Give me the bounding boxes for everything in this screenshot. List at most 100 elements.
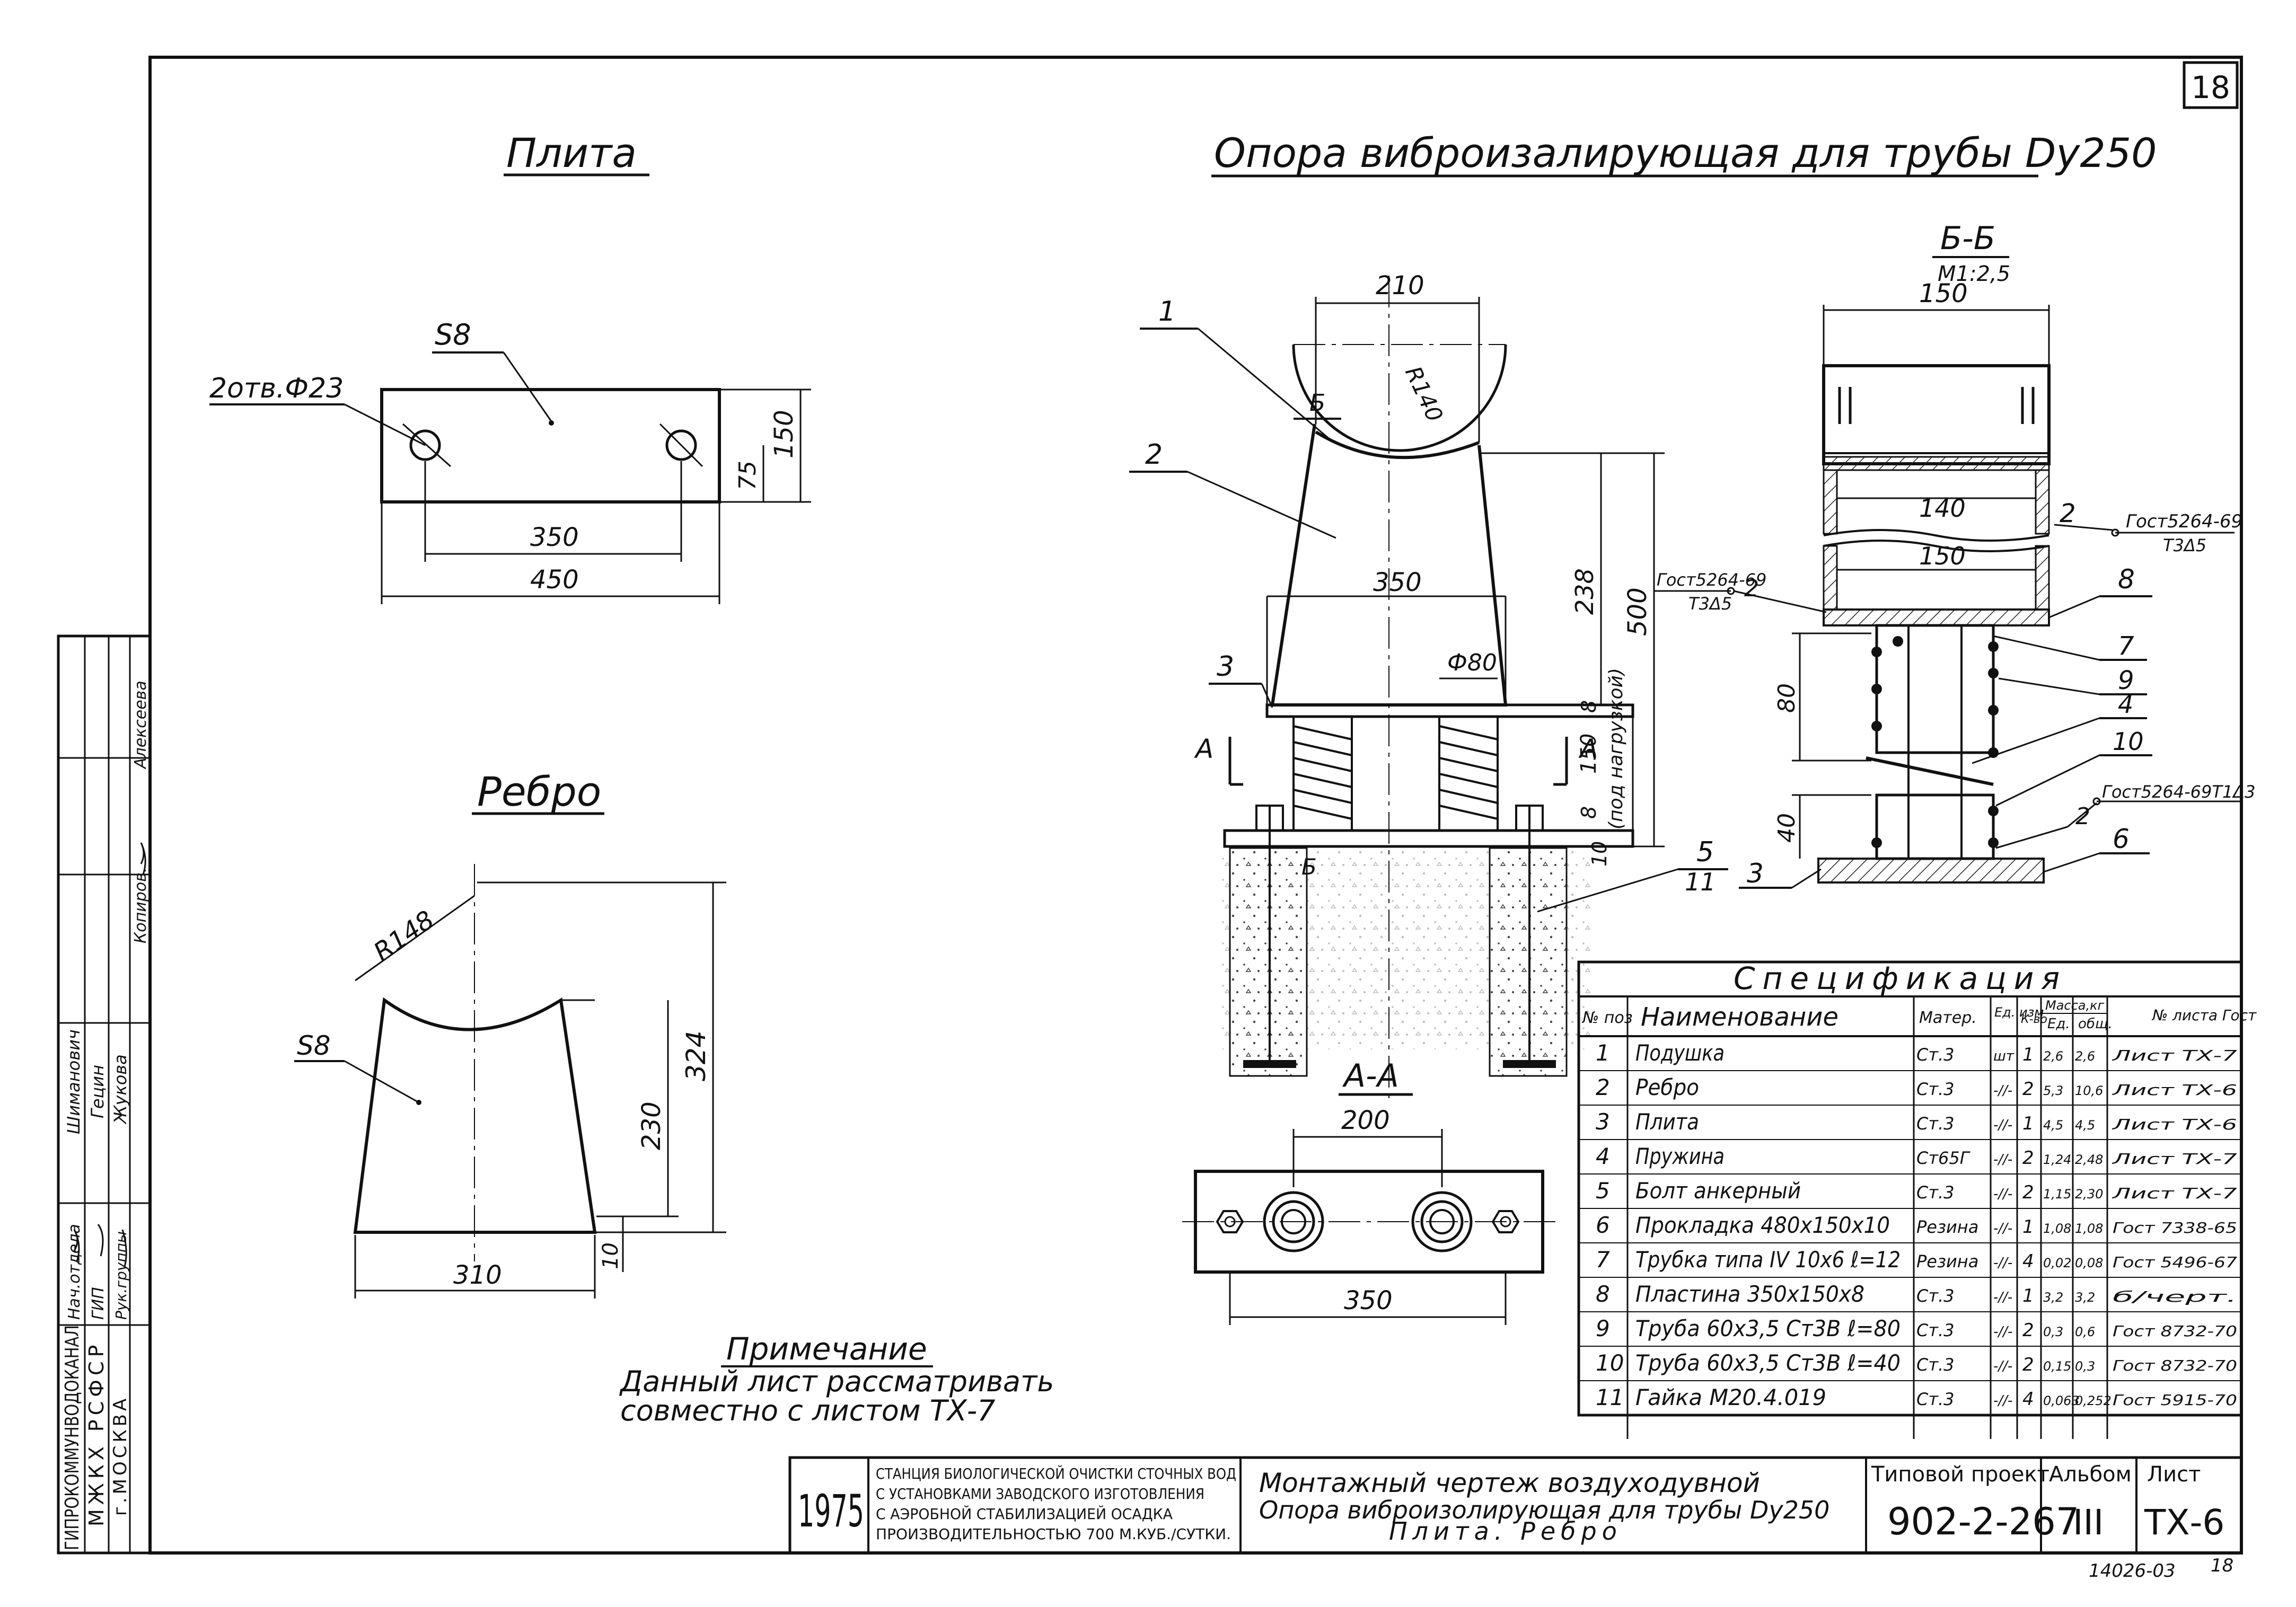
section-mark-a-right: А [1578,734,1598,764]
spec-cell-m1: 2,6 [2043,1049,2063,1064]
bb-rubber-6 [1817,858,2045,884]
spec-cell-pos: 1 [1596,1040,1610,1066]
footer-code: 14026-03 [2089,1560,2176,1582]
spec-cell-m1: 3,2 [2043,1290,2063,1305]
bb-weld-1: Гост5264-69 [2126,511,2242,532]
note-title: Примечание [726,1331,927,1367]
spec-cell-pos: 3 [1596,1109,1610,1135]
spec-cell-ref: Гост 5915-70 [2113,1391,2237,1409]
spec-cell-name: Подушка [1635,1040,1725,1066]
bb-pipe-lower [1875,793,1995,860]
section-aa-dim-350: 350 [1344,1286,1393,1315]
spec-cell-name: Прокладка 480х150х10 [1635,1212,1890,1238]
plate-hole-right [665,429,697,461]
section-mark-b-lower: Б [1301,854,1317,880]
bb-callout-2a: 2 [2060,499,2076,528]
spec-cell-qty: 2 [2022,1320,2034,1341]
spec-cell-m1: 0,02 [2043,1256,2071,1270]
section-mark-a-left: А [1194,734,1213,764]
support-lower-plate [1223,829,1634,848]
spec-h-mass: Масса,кг [2045,998,2105,1013]
spec-cell-name: Пластина 350х150х8 [1635,1281,1864,1307]
spec-cell-m1: 0,3 [2043,1325,2063,1339]
section-bb-scale: М1:2,5 [1938,262,2010,286]
spring-right [1438,716,1499,832]
title-block: 1975 СТАНЦИЯ БИОЛОГИЧЕСКОЙ ОЧИСТКИ СТОЧН… [788,1456,2243,1555]
spec-grid [1579,996,2241,1439]
spec-cell-name: Труба 60х3,5 Ст3В ℓ=40 [1635,1350,1901,1376]
rib-dim-324: 324 [681,1031,711,1081]
spec-cell-unit: -//- [1993,1152,2012,1168]
spec-cell-m1: 1,24 [2043,1152,2071,1167]
tb-drawing-2: Опора виброизолирующая для трубы Dу250 [1259,1496,1829,1524]
pipe-arc [1292,344,1507,452]
spec-cell-m2: 1,08 [2075,1221,2103,1236]
plate-view: Плита S8 2отв.Ф23 150 75 350 450 [209,129,811,604]
stamp-org1: ГИПРОКОММУНВОДОКАНАЛ [61,1325,83,1550]
spec-cell-unit: -//- [1993,1255,2012,1271]
bb-dim-40: 40 [1773,813,1800,843]
spec-cell-m2: 0,08 [2075,1256,2103,1270]
spec-cell-name: Болт анкерный [1635,1178,1801,1204]
spec-cell-ref: Гост 8732-70 [2113,1357,2237,1374]
spec-h-name: Наименование [1641,1002,1838,1032]
spec-cell-unit: -//- [1993,1221,2012,1237]
bb-callout-4: 4 [2118,690,2133,719]
bb-weld-1b: Т3Δ5 [2163,535,2206,555]
spec-cell-mat: Ст.3 [1916,1389,1955,1409]
plate-title: Плита [506,129,637,176]
tb-station-4: ПРОИЗВОДИТЕЛЬНОСТЬЮ 700 М.КУБ./СУТКИ. [876,1525,1231,1543]
spec-cell-unit: -//- [1993,1393,2012,1409]
spec-cell-ref: Лист ТХ-6 [2112,1116,2237,1133]
spec-cell-name: Гайка М20.4.019 [1635,1384,1826,1410]
spec-cell-mat: Ст.3 [1916,1286,1955,1306]
plate-dim-height: 150 [769,410,799,458]
spec-cell-mat: Резина [1916,1251,1978,1272]
spec-cell-qty: 4 [2022,1389,2034,1410]
spec-cell-m1: 1,15 [2043,1187,2071,1202]
stamp-org3: г.МОСКВА [110,1396,131,1516]
spec-cell-pos: 7 [1596,1247,1610,1273]
spec-cell-m2: 0,252 [2075,1393,2112,1408]
tb-drawing-3: Плита. Ребро [1389,1517,1622,1546]
spec-cell-m1: 0,15 [2043,1359,2071,1374]
bb-callout-6: 6 [2113,824,2130,854]
spec-cell-ref: Гост 7338-65 [2113,1219,2237,1237]
bb-weld-2b: Т3Δ5 [1688,594,1732,614]
plate-dim-length: 450 [530,565,579,595]
spec-cell-name: Ребро [1635,1074,1699,1100]
spec-h-unit: Ед. изм [1994,1005,2044,1020]
spec-table: Спецификация № поз Наименование Матер. Е… [1577,960,2257,1439]
bb-callout-2c: 2 [2075,803,2090,830]
section-aa-dim-200: 200 [1341,1106,1390,1135]
bb-dim-80: 80 [1773,683,1800,713]
side-stamp: ГИПРОКОММУНВОДОКАНАЛ МЖКХ РСФСР г.МОСКВА… [57,634,152,1555]
spec-cell-ref: Лист ТХ-6 [2112,1081,2237,1099]
spec-cell-mat: Ст65Г [1916,1148,1970,1168]
spring-left [1292,716,1353,832]
spec-cell-m2: 2,6 [2075,1049,2095,1064]
spec-cell-ref: Гост 8732-70 [2113,1322,2237,1340]
spec-cell-pos: 8 [1596,1281,1610,1307]
rib-radius: R148 [368,905,439,967]
stamp-name-2: Гецин [87,1065,108,1118]
spec-cell-m1: 0,063 [2043,1393,2080,1408]
stamp-role-1: Нач.отдела [65,1224,84,1320]
spec-cell-m2: 0,6 [2075,1325,2095,1339]
section-aa-view: А-А 200 350 [1182,1057,1556,1325]
spec-cell-name: Труба 60х3,5 Ст3В ℓ=80 [1635,1315,1901,1341]
bb-rib-left [1823,469,1838,535]
sheet-number: 18 [2191,69,2230,105]
bb-weld-3: Гост5264-69Т1Δ3 [2102,782,2256,802]
support-dim-r140: R140 [1400,363,1448,426]
support-dim-500: 500 [1623,587,1652,636]
spec-cell-qty: 1 [2022,1044,2034,1065]
plate-dim-spacing: 350 [530,523,579,552]
spec-cell-mat: Ст.3 [1916,1182,1955,1203]
rib-dim-310: 310 [453,1260,502,1290]
rib-dim-10: 10 [599,1242,623,1269]
spec-cell-qty: 2 [2022,1182,2034,1203]
rib-s-label: S8 [297,1030,331,1061]
support-dim-150: 150 [1577,734,1601,774]
